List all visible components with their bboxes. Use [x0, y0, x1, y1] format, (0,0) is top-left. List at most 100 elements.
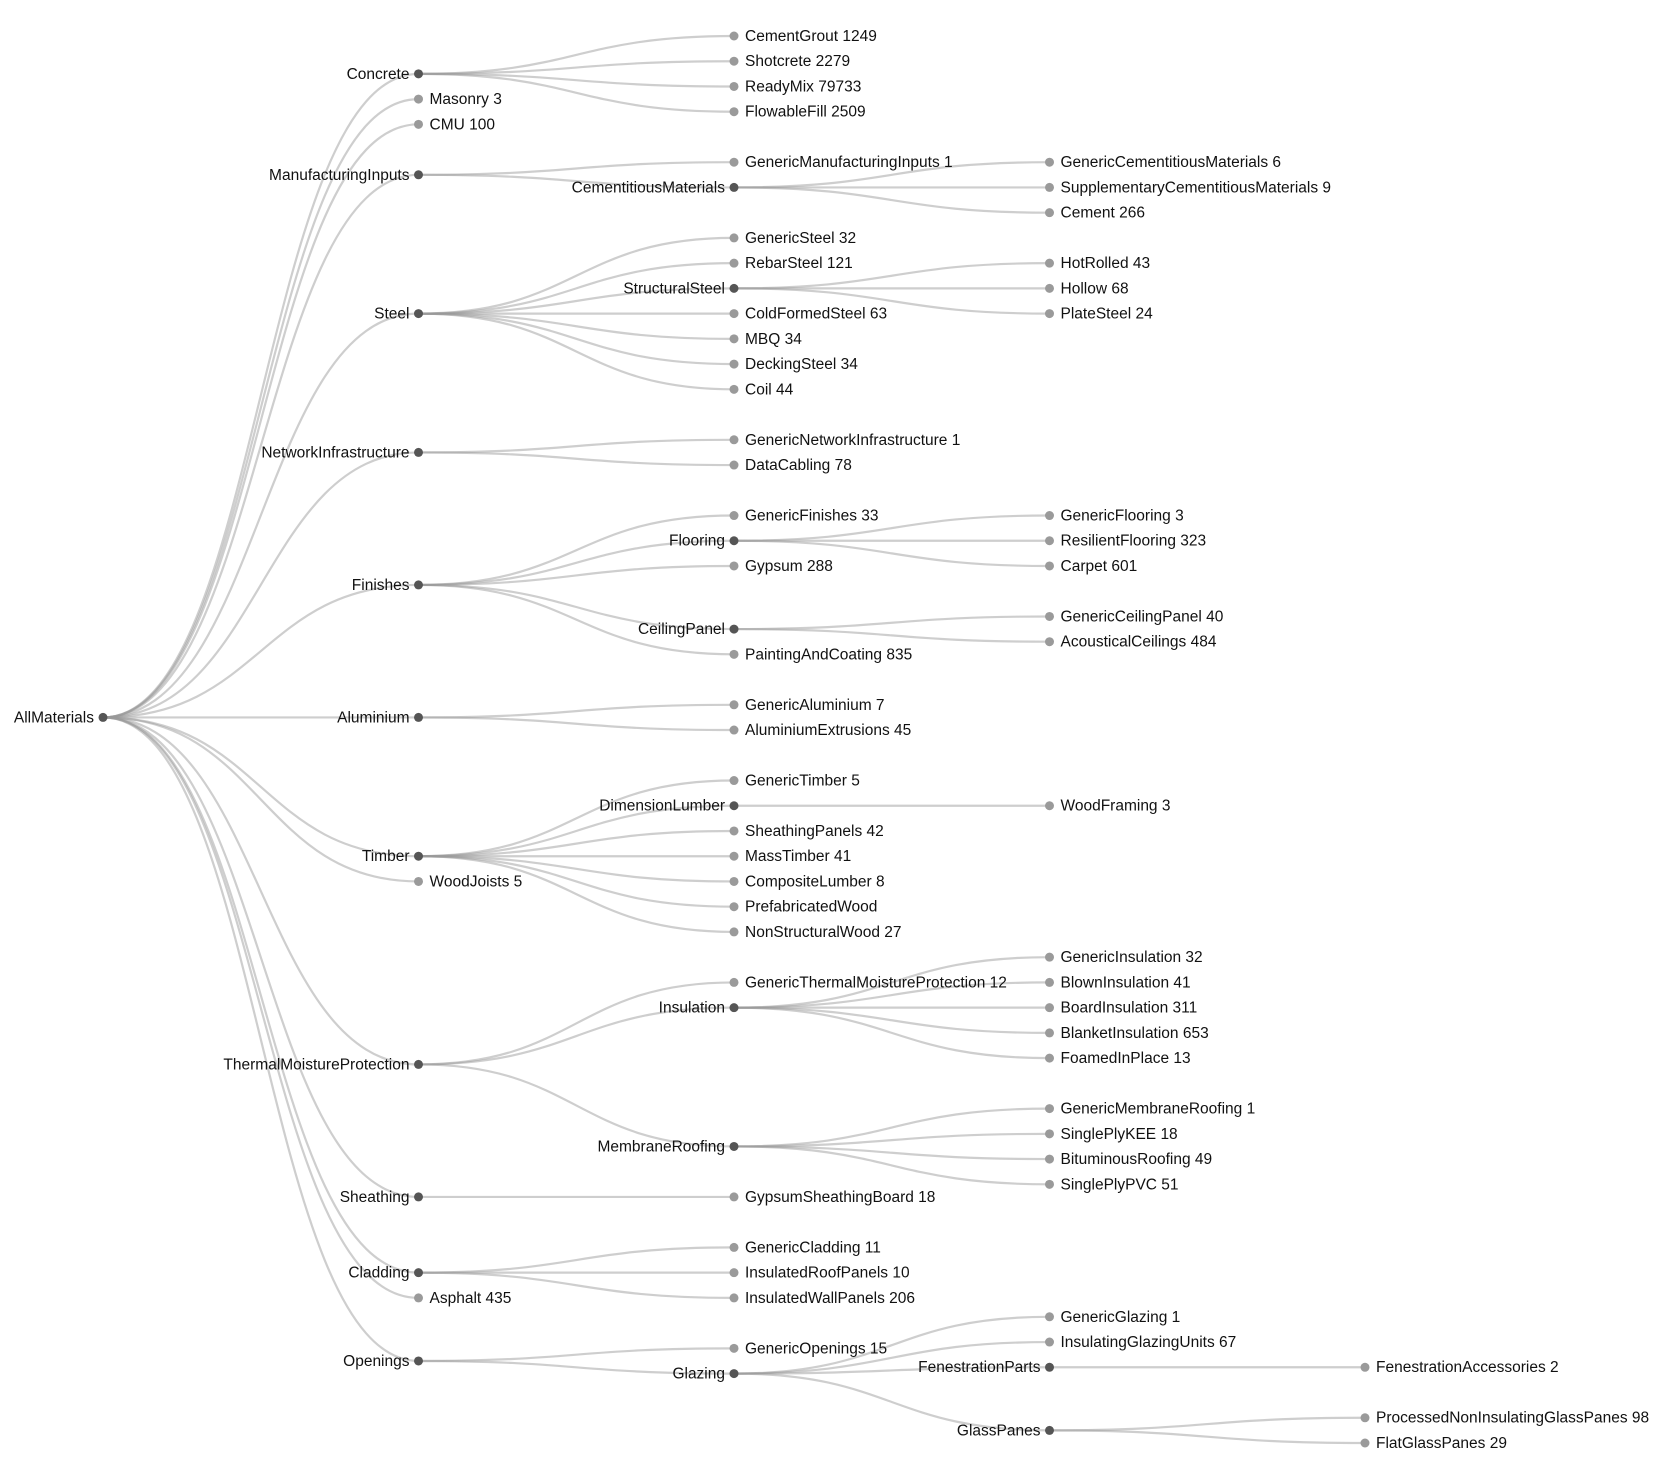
tree-node-fenestration-parts[interactable]: FenestrationParts: [918, 1359, 1054, 1376]
node-dot[interactable]: [1045, 561, 1054, 571]
tree-node-hollow[interactable]: Hollow 68: [1045, 280, 1129, 297]
tree-node-generic-manufacturing-inputs[interactable]: GenericManufacturingInputs 1: [729, 154, 953, 171]
node-dot[interactable]: [1045, 511, 1054, 521]
tree-node-fenestration-accessories[interactable]: FenestrationAccessories 2: [1360, 1359, 1559, 1376]
node-dot[interactable]: [729, 851, 739, 861]
tree-node-blown-insulation[interactable]: BlownInsulation 41: [1045, 974, 1191, 991]
tree-node-aluminium[interactable]: Aluminium: [337, 709, 423, 726]
tree-node-masonry[interactable]: Masonry 3: [414, 91, 502, 108]
tree-node-rebar-steel[interactable]: RebarSteel 121: [729, 255, 853, 272]
tree-node-non-structural-wood[interactable]: NonStructuralWood 27: [729, 924, 902, 941]
node-dot[interactable]: [1360, 1438, 1370, 1448]
node-dot[interactable]: [729, 233, 739, 243]
tree-node-wood-joists[interactable]: WoodJoists 5: [414, 873, 522, 890]
node-dot[interactable]: [1045, 1053, 1054, 1063]
node-dot[interactable]: [729, 1141, 739, 1151]
tree-node-steel[interactable]: Steel: [374, 306, 423, 323]
tree-node-resilient-flooring[interactable]: ResilientFlooring 323: [1045, 533, 1206, 550]
node-dot[interactable]: [729, 826, 739, 836]
tree-node-gypsum[interactable]: Gypsum 288: [729, 558, 833, 575]
tree-node-board-insulation[interactable]: BoardInsulation 311: [1045, 1000, 1197, 1017]
node-dot[interactable]: [414, 119, 423, 129]
tree-node-cold-formed-steel[interactable]: ColdFormedSteel 63: [729, 306, 888, 323]
node-dot[interactable]: [729, 182, 739, 192]
tree-node-single-ply-kee[interactable]: SinglePlyKEE 18: [1045, 1126, 1178, 1143]
node-dot[interactable]: [414, 851, 423, 861]
tree-node-cmu[interactable]: CMU 100: [414, 116, 495, 133]
tree-node-generic-steel[interactable]: GenericSteel 32: [729, 230, 857, 247]
node-dot[interactable]: [729, 359, 739, 369]
tree-node-thermal-moisture-protection[interactable]: ThermalMoistureProtection: [223, 1056, 423, 1073]
node-dot[interactable]: [729, 876, 739, 886]
tree-node-generic-network-infrastructure[interactable]: GenericNetworkInfrastructure 1: [729, 432, 961, 449]
tree-node-flowable-fill[interactable]: FlowableFill 2509: [729, 104, 866, 121]
node-dot[interactable]: [1045, 1362, 1054, 1372]
node-dot[interactable]: [729, 283, 739, 293]
tree-node-network-infrastructure[interactable]: NetworkInfrastructure: [261, 444, 423, 461]
tree-node-bituminous-roofing[interactable]: BituminousRoofing 49: [1045, 1151, 1212, 1168]
node-dot[interactable]: [1045, 1003, 1054, 1013]
node-dot[interactable]: [729, 107, 739, 117]
tree-node-insulated-wall-panels[interactable]: InsulatedWallPanels 206: [729, 1290, 916, 1307]
tree-node-concrete[interactable]: Concrete: [347, 66, 423, 83]
tree-node-painting-and-coating[interactable]: PaintingAndCoating 835: [729, 646, 913, 663]
node-dot[interactable]: [1045, 258, 1054, 268]
node-dot[interactable]: [414, 170, 423, 180]
node-dot[interactable]: [729, 56, 739, 66]
tree-node-mbq[interactable]: MBQ 34: [729, 331, 803, 348]
node-dot[interactable]: [729, 801, 739, 811]
tree-node-processed-non-insulating-glass-panes[interactable]: ProcessedNonInsulatingGlassPanes 98: [1360, 1410, 1650, 1427]
node-dot[interactable]: [414, 69, 423, 79]
node-dot[interactable]: [1045, 309, 1054, 319]
node-dot[interactable]: [1045, 611, 1054, 621]
tree-node-insulated-roof-panels[interactable]: InsulatedRoofPanels 10: [729, 1265, 910, 1282]
tree-node-generic-flooring[interactable]: GenericFlooring 3: [1045, 507, 1184, 524]
tree-node-glazing[interactable]: Glazing: [672, 1366, 739, 1383]
tree-node-generic-openings[interactable]: GenericOpenings 15: [729, 1340, 888, 1357]
node-dot[interactable]: [1045, 157, 1054, 167]
node-dot[interactable]: [729, 511, 739, 521]
tree-node-manufacturing-inputs[interactable]: ManufacturingInputs: [269, 167, 423, 184]
node-dot[interactable]: [729, 1293, 739, 1303]
tree-node-insulation[interactable]: Insulation: [659, 1000, 739, 1017]
node-dot[interactable]: [1360, 1362, 1370, 1372]
tree-node-wood-framing[interactable]: WoodFraming 3: [1045, 798, 1170, 815]
tree-node-insulating-glazing-units[interactable]: InsulatingGlazingUnits 67: [1045, 1334, 1236, 1351]
node-dot[interactable]: [729, 31, 739, 41]
tree-node-prefabricated-wood[interactable]: PrefabricatedWood: [729, 899, 878, 916]
tree-node-sheathing-panels[interactable]: SheathingPanels 42: [729, 823, 884, 840]
node-dot[interactable]: [1045, 801, 1054, 811]
tree-node-timber[interactable]: Timber: [362, 848, 423, 865]
node-dot[interactable]: [414, 876, 423, 886]
node-dot[interactable]: [729, 157, 739, 167]
node-dot[interactable]: [1045, 1312, 1054, 1322]
node-dot[interactable]: [1045, 1425, 1054, 1435]
tree-node-supplementary-cementitious-materials[interactable]: SupplementaryCementitiousMaterials 9: [1045, 179, 1331, 196]
node-dot[interactable]: [729, 536, 739, 546]
tree-node-generic-cladding[interactable]: GenericCladding 11: [729, 1239, 881, 1256]
tree-node-blanket-insulation[interactable]: BlanketInsulation 653: [1045, 1025, 1209, 1042]
node-dot[interactable]: [729, 309, 739, 319]
tree-node-generic-aluminium[interactable]: GenericAluminium 7: [729, 697, 885, 714]
node-dot[interactable]: [414, 309, 423, 319]
node-dot[interactable]: [414, 447, 423, 457]
tree-node-decking-steel[interactable]: DeckingSteel 34: [729, 356, 859, 373]
node-dot[interactable]: [729, 435, 739, 445]
tree-node-openings[interactable]: Openings: [343, 1353, 423, 1370]
node-dot[interactable]: [414, 1293, 423, 1303]
tree-node-cementitious-materials[interactable]: CementitiousMaterials: [572, 179, 739, 196]
node-dot[interactable]: [729, 902, 739, 912]
tree-node-composite-lumber[interactable]: CompositeLumber 8: [729, 873, 885, 890]
tree-node-cement[interactable]: Cement 266: [1045, 205, 1145, 222]
node-dot[interactable]: [1045, 536, 1054, 546]
node-dot[interactable]: [414, 712, 423, 722]
node-dot[interactable]: [1045, 1337, 1054, 1347]
tree-node-hot-rolled[interactable]: HotRolled 43: [1045, 255, 1150, 272]
node-dot[interactable]: [729, 776, 739, 786]
node-dot[interactable]: [729, 334, 739, 344]
tree-node-ready-mix[interactable]: ReadyMix 79733: [729, 78, 862, 95]
node-dot[interactable]: [1045, 1028, 1054, 1038]
node-dot[interactable]: [1360, 1413, 1370, 1423]
tree-node-carpet[interactable]: Carpet 601: [1045, 558, 1137, 575]
tree-node-dimension-lumber[interactable]: DimensionLumber: [599, 798, 739, 815]
